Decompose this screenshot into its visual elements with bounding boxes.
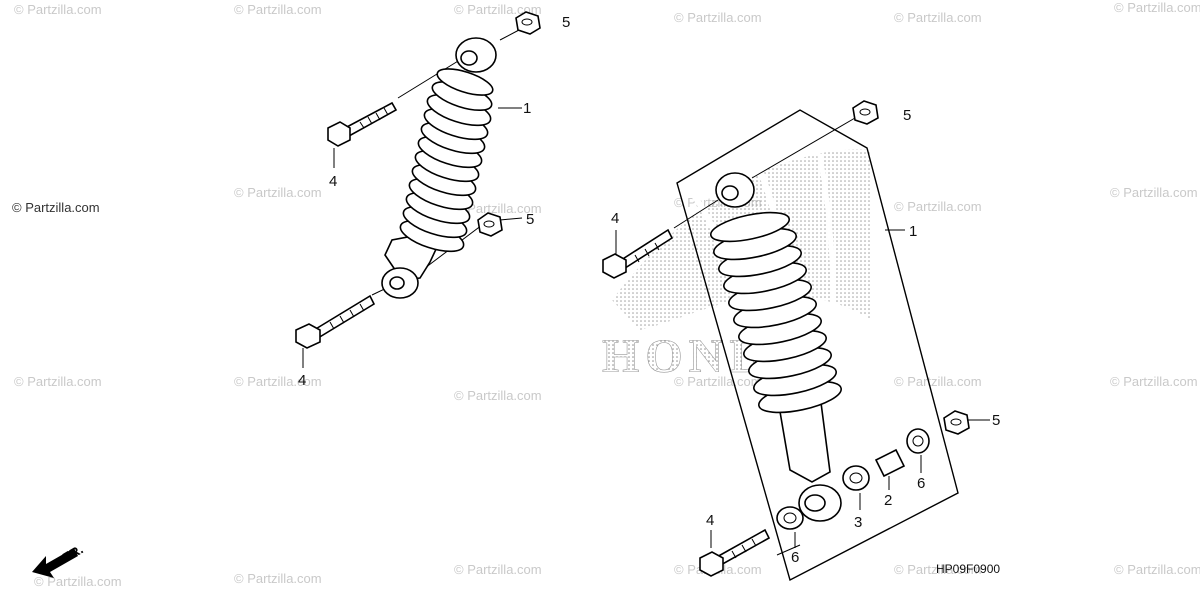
front-direction-arrow-icon: FR. [32,542,86,578]
bearing-bushing [842,465,870,491]
right-coil-spring [709,211,842,414]
watermark: © Partzilla.com [894,562,982,577]
assembly-outline [676,109,959,582]
callout-1: 1 [523,100,531,117]
copyright-notice: © Partzilla.com [12,200,100,215]
watermark: © Partzilla.com [894,199,982,214]
watermark: © Partzilla.com [454,562,542,577]
watermark: © Partzilla.com [674,374,762,389]
callout-4: 4 [611,210,619,227]
callout-4: 4 [298,372,306,389]
watermark: © Partzilla.com [454,388,542,403]
watermark-grid: © Partzilla.com © Partzilla.com © Partzi… [12,0,1200,589]
watermark: © Partzilla.com [454,2,542,17]
callout-3: 3 [854,514,862,531]
watermark: © Partzilla.com [674,10,762,25]
callout-4: 4 [329,173,337,190]
watermark: © Partzilla.com [454,201,542,216]
dust-seal-left [776,506,804,530]
right-lower-nut [943,410,970,435]
watermark: © Partzilla.com [1114,0,1200,15]
watermark: © Partzilla.com [894,10,982,25]
watermark: © Partzilla.com [234,2,322,17]
left-upper-bolt [327,101,398,147]
watermark: © Partzilla.com [234,185,322,200]
callout-6: 6 [917,475,925,492]
right-lower-bolt [699,528,771,577]
callout-5: 5 [992,412,1000,429]
callout-5: 5 [562,14,570,31]
watermark: © Partzilla.com [234,571,322,586]
left-upper-nut [515,11,541,35]
right-upper-bolt [602,228,674,279]
callout-6: 6 [791,549,799,566]
watermark: © Partzilla.com [1114,562,1200,577]
right-upper-nut [852,100,879,125]
watermark: © Partzilla.com [14,374,102,389]
callout-5: 5 [903,107,911,124]
callout-1: 1 [909,223,917,240]
drawing-code: HP09F0900 [936,562,1000,576]
callout-2: 2 [884,492,892,509]
left-lower-bolt [295,294,376,349]
dust-seal-right [906,428,930,454]
watermark: © Partzilla.com [894,374,982,389]
left-lower-nut [477,212,503,237]
callout-5: 5 [526,211,534,228]
watermark: © Partzilla.com [1110,374,1198,389]
watermark: © Partzilla.com [34,574,122,589]
watermark: © Partzilla.com [234,374,322,389]
left-coil-spring [399,68,494,253]
watermark: © Partzilla.com [1110,185,1198,200]
callout-4: 4 [706,512,714,529]
right-shock-absorber-assembly: 5 4 1 5 2 6 3 4 6 [602,100,1000,582]
collar [874,448,906,478]
watermark: © Partzilla.com [14,2,102,17]
left-shock-absorber-assembly: 5 1 4 5 4 [295,11,570,389]
